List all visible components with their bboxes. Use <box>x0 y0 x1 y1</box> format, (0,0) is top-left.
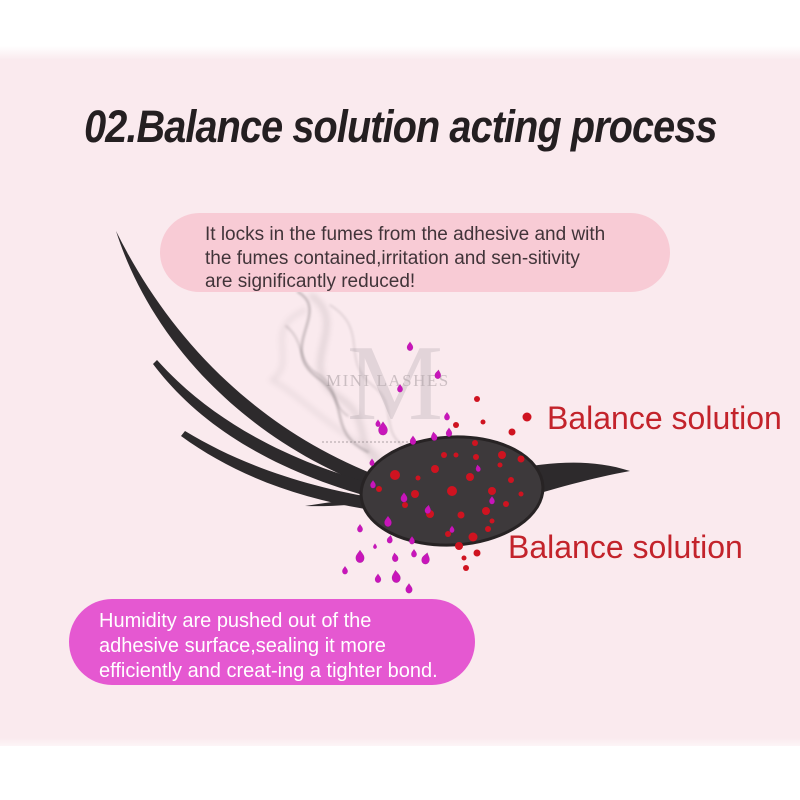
watermark-tagline-row <box>322 441 468 443</box>
humidity-callout: Humidity are pushed out of the adhesive … <box>69 599 475 685</box>
smoke-wisps-icon <box>268 291 403 471</box>
page-title: 02.Balance solution acting process <box>83 101 717 152</box>
balance-solution-label-upper: Balance solution <box>547 400 782 436</box>
fume-lock-callout: It locks in the fumes from the adhesive … <box>160 213 670 292</box>
red-dots-scatter <box>445 396 532 571</box>
red-dots-inside-blob <box>376 452 524 519</box>
watermark-brand-text: MINI LASHES <box>326 371 450 390</box>
watermark-monogram: M <box>347 324 444 443</box>
balance-solution-label-lower: Balance solution <box>508 529 743 565</box>
